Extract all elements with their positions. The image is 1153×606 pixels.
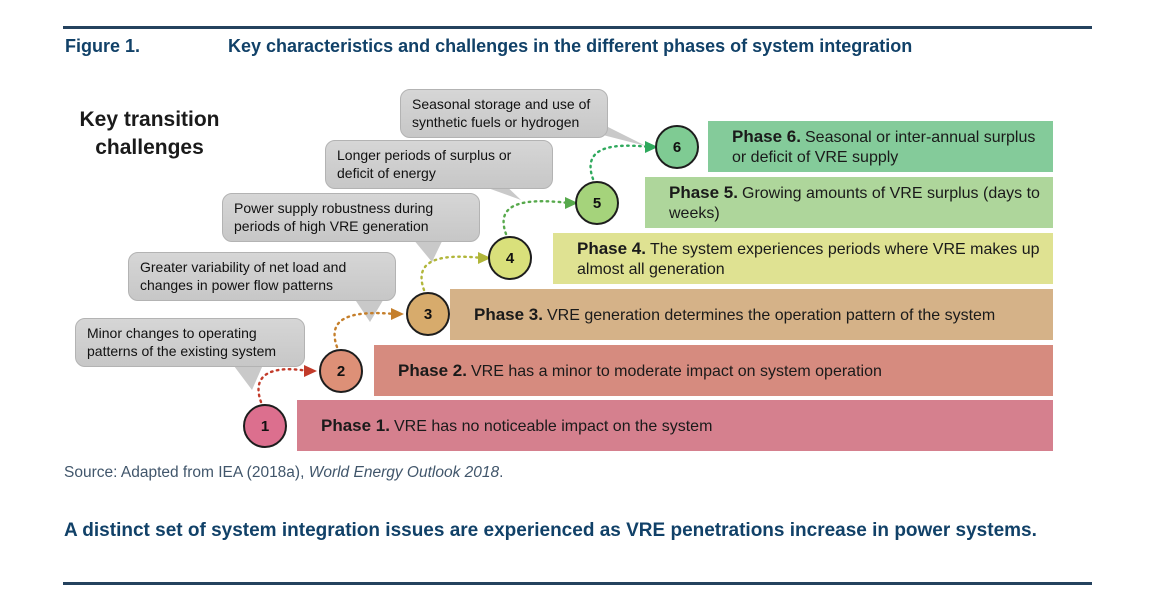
- figure-label: Figure 1.: [65, 36, 141, 56]
- challenge-bubble-phase-4: Power supply robustness during periods o…: [222, 193, 480, 242]
- phase-circle-6: 6: [655, 125, 699, 169]
- phase-bar-5: Phase 5.Growing amounts of VRE surplus (…: [645, 177, 1053, 228]
- phase-circle-2: 2: [319, 349, 363, 393]
- figure-title: Key characteristics and challenges in th…: [228, 36, 913, 56]
- bottom-rule: [63, 582, 1092, 585]
- phase-bar-1: Phase 1.VRE has no noticeable impact on …: [297, 400, 1053, 451]
- phase-circle-4: 4: [488, 236, 532, 280]
- transition-arrow-3-4: [420, 255, 484, 292]
- transition-arrow-1-2: [257, 368, 310, 404]
- phase-bar-text: Phase 1.VRE has no noticeable impact on …: [321, 415, 713, 435]
- challenge-bubble-phase-5: Longer periods of surplus or deficit of …: [325, 140, 553, 189]
- phase-bar-text: Phase 4.The system experiences periods w…: [577, 238, 1040, 278]
- phase-circle-3: 3: [406, 292, 450, 336]
- phase-circle-1: 1: [243, 404, 287, 448]
- phase-bar-2: Phase 2.VRE has a minor to moderate impa…: [374, 345, 1053, 396]
- source-suffix: .: [499, 464, 504, 481]
- challenge-bubble-phase-3: Greater variability of net load and chan…: [128, 252, 396, 301]
- phase-bar-text: Phase 5.Growing amounts of VRE surplus (…: [669, 182, 1040, 222]
- phase-bar-3: Phase 3.VRE generation determines the op…: [450, 289, 1053, 340]
- transition-arrow-5-6: [589, 144, 651, 181]
- phase-circle-5: 5: [575, 181, 619, 225]
- phase-bar-4: Phase 4.The system experiences periods w…: [553, 233, 1053, 284]
- transition-arrow-4-5: [502, 200, 571, 236]
- challenge-bubble-phase-2: Minor changes to operating patterns of t…: [75, 318, 305, 367]
- top-rule: [63, 26, 1092, 29]
- phase-bar-6: Phase 6.Seasonal or inter-annual surplus…: [708, 121, 1053, 172]
- arrowhead: [391, 308, 404, 320]
- arrowhead: [304, 365, 317, 377]
- transition-arrow-2-3: [333, 311, 397, 349]
- phase-bar-text: Phase 6.Seasonal or inter-annual surplus…: [732, 126, 1036, 166]
- source-line: Source: Adapted from IEA (2018a), World …: [64, 464, 1064, 482]
- source-work-title: World Energy Outlook 2018: [308, 464, 500, 481]
- key-message-text: A distinct set of system integration iss…: [64, 520, 1037, 541]
- phase-bar-text: Phase 2.VRE has a minor to moderate impa…: [398, 360, 882, 380]
- phase-bar-text: Phase 3.VRE generation determines the op…: [474, 304, 996, 324]
- source-prefix: Source: Adapted from IEA (2018a),: [64, 464, 309, 481]
- diagram-heading: Key transition challenges: [79, 108, 220, 160]
- challenge-bubble-phase-6: Seasonal storage and use of synthetic fu…: [400, 89, 608, 138]
